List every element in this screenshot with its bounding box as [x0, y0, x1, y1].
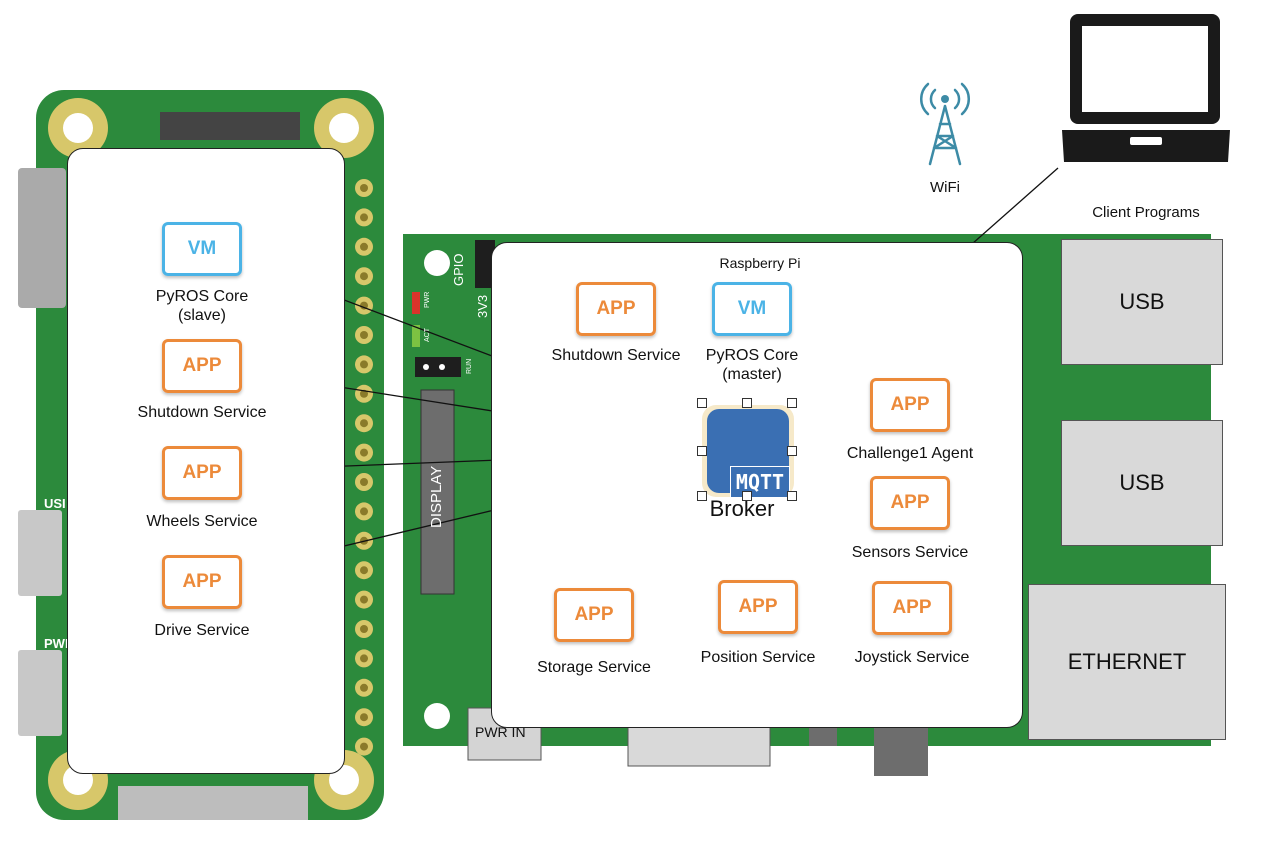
run-label: RUN — [466, 358, 473, 374]
zero-node-label-1: Shutdown Service — [137, 404, 267, 421]
pi-zero-panel — [67, 148, 345, 774]
3v3-label: 3V3 — [475, 294, 490, 318]
mqtt-badge: MQTT — [730, 466, 790, 498]
pi-title: Raspberry Pi — [719, 255, 801, 271]
pi-node-label-6: Joystick Service — [854, 649, 970, 666]
pi-app-icon-3: APP — [870, 476, 950, 530]
selection-handle — [742, 398, 752, 408]
pi-node-label-3: Sensors Service — [851, 544, 969, 561]
zero-app-icon-3: APP — [162, 555, 242, 609]
pi-node-label-4: Storage Service — [537, 659, 651, 676]
usb-port-2: USB — [1061, 420, 1223, 546]
pi-app-icon-0: APP — [576, 282, 656, 336]
pi-app-icon-4: APP — [554, 588, 634, 642]
selection-handle — [697, 491, 707, 501]
selection-handle — [697, 398, 707, 408]
pi-node-label-5: Position Service — [700, 649, 816, 666]
zero-vm-icon-0: VM — [162, 222, 242, 276]
wifi-tower-icon — [919, 82, 971, 166]
pwr-led-label: PWR — [424, 291, 431, 308]
pi-app-icon-6: APP — [872, 581, 952, 635]
usb-port-1: USB — [1061, 239, 1223, 365]
zero-node-label-0: PyROS Core(slave) — [155, 288, 249, 324]
zero-node-label-3: Drive Service — [154, 622, 250, 639]
pi-app-icon-5: APP — [718, 580, 798, 634]
broker-label: Broker — [709, 496, 775, 521]
act-led-label: ACT — [424, 328, 431, 342]
zero-pwr-label: PWI — [44, 636, 69, 651]
display-label: DISPLAY — [428, 465, 445, 528]
zero-node-label-2: Wheels Service — [146, 513, 258, 530]
pi-node-label-1: PyROS Core(master) — [705, 347, 799, 383]
pi-node-label-2: Challenge1 Agent — [846, 445, 974, 462]
zero-app-icon-1: APP — [162, 339, 242, 393]
selection-handle — [787, 491, 797, 501]
zero-app-icon-2: APP — [162, 446, 242, 500]
selection-handle — [787, 398, 797, 408]
laptop-icon — [1062, 14, 1230, 162]
client-programs-label: Client Programs — [1092, 204, 1200, 221]
pi-node-label-0: Shutdown Service — [551, 347, 681, 364]
selection-handle — [742, 491, 752, 501]
pi-app-icon-2: APP — [870, 378, 950, 432]
pi-vm-icon-1: VM — [712, 282, 792, 336]
zero-usb-label: USI — [44, 496, 66, 511]
wifi-label: WiFi — [930, 179, 960, 196]
pwr-in-label: PWR IN — [475, 724, 526, 740]
selection-handle — [697, 446, 707, 456]
ethernet-port: ETHERNET — [1028, 584, 1226, 740]
gpio-label: GPIO — [451, 253, 466, 286]
selection-handle — [787, 446, 797, 456]
